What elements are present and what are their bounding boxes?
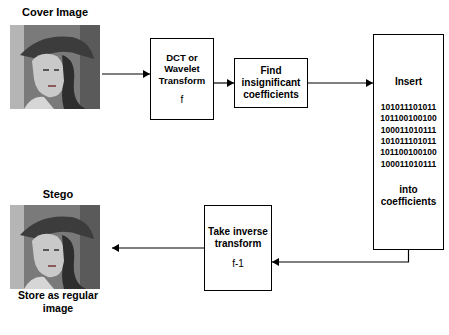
box-title: Find insignificant coefficients — [238, 65, 304, 101]
function-symbol: f — [181, 94, 184, 106]
image-caption: Stego — [43, 188, 74, 201]
flow-arrow — [112, 244, 204, 252]
flow-arrow — [272, 250, 409, 266]
image-caption: Store as regular image — [4, 289, 112, 314]
process-box: Insert 101011101011 101100100100 10001101… — [373, 34, 444, 250]
flow-arrow — [102, 70, 150, 78]
image-panel: StegoStore as regular image — [4, 188, 112, 328]
process-box: Take inverse transform f-1 — [204, 205, 272, 291]
image-panel: Cover Image — [8, 6, 102, 110]
box-title: Insert — [395, 76, 422, 88]
image-caption: Cover Image — [22, 6, 88, 19]
stego-photo — [10, 205, 100, 289]
process-box: DCT or Wavelet Transform f — [150, 38, 214, 120]
flow-arrow — [308, 79, 373, 87]
box-title: DCT or Wavelet Transform — [154, 52, 210, 86]
function-symbol: f-1 — [232, 258, 244, 270]
process-box: Find insignificant coefficients — [234, 58, 308, 108]
flow-arrow — [214, 79, 234, 87]
box-title: into coefficients — [377, 184, 440, 208]
box-title: Take inverse transform — [208, 226, 268, 250]
cover-photo — [10, 25, 100, 109]
bit-stream: 101011101011 101100100100 100011010111 1… — [380, 102, 436, 171]
